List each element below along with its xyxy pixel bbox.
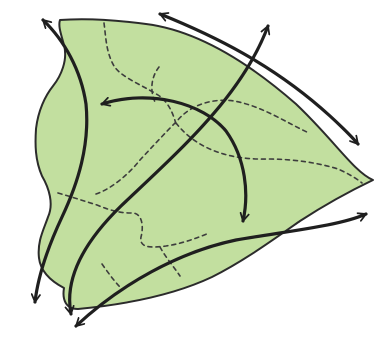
leaf-shape: [36, 19, 373, 309]
leaf-shape-group: [36, 19, 373, 309]
